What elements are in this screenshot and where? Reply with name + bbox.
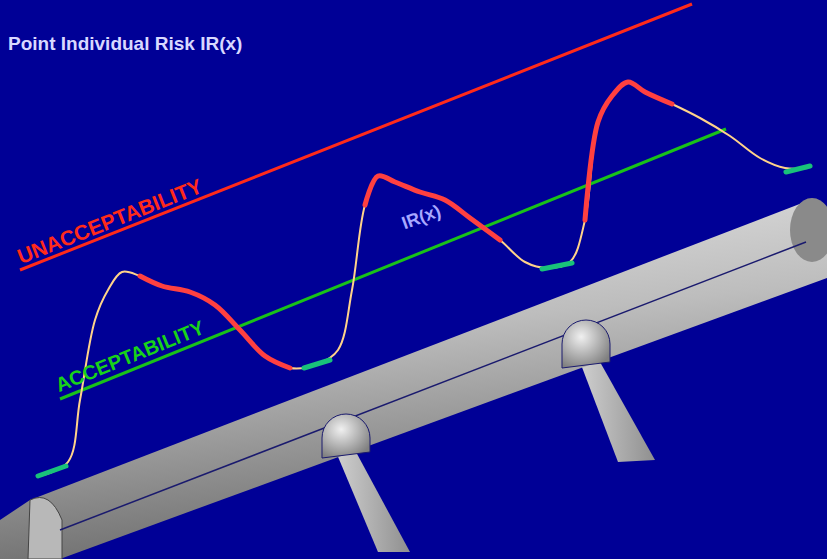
shaft: [580, 362, 655, 462]
shaft: [336, 452, 410, 552]
risk-curve: [40, 82, 808, 476]
risk-trough: [38, 466, 66, 476]
risk-peak: [140, 276, 290, 368]
shaft-head: [562, 320, 610, 368]
risk-trough: [304, 360, 330, 368]
curve-label: IR(x): [397, 200, 445, 234]
tunnel-end: [28, 498, 62, 559]
tunnel-axis: [60, 242, 806, 530]
risk-peak: [585, 82, 672, 220]
acceptability-label: ACCEPTABILITY: [53, 317, 207, 395]
risk-trough: [786, 166, 810, 172]
acceptability-line: [60, 129, 726, 399]
title: Point Individual Risk IR(x): [8, 34, 242, 53]
shaft-head: [322, 414, 370, 458]
risk-peak: [365, 176, 500, 240]
unacceptability-label: UNACCEPTABILITY: [14, 175, 205, 267]
tunnel-end: [790, 198, 827, 262]
risk-trough: [542, 263, 572, 269]
tunnel: [0, 200, 827, 559]
